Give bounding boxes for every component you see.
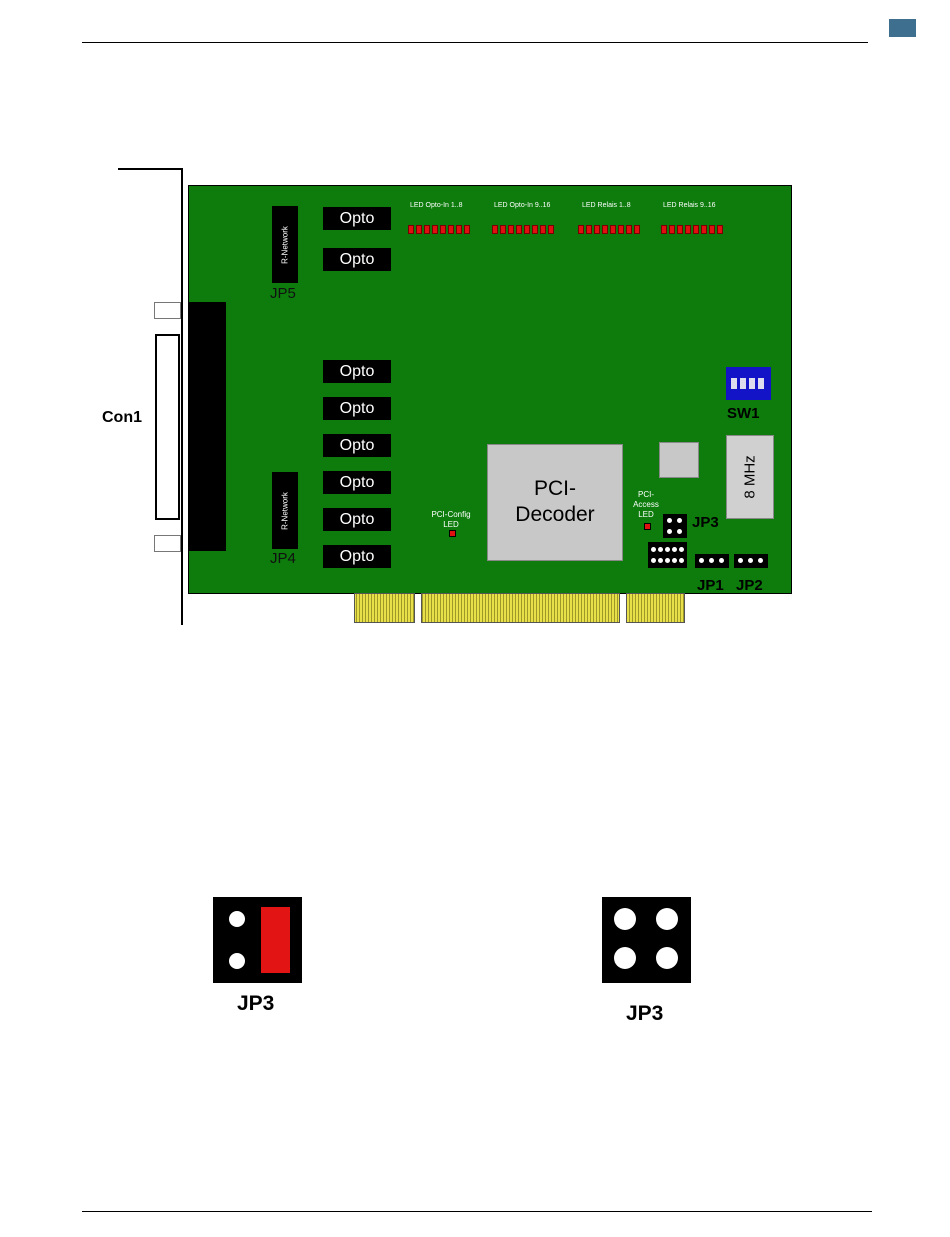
- opto-8: Opto: [323, 545, 391, 568]
- led-header-relais-1-8: LED Relais 1..8: [582, 202, 631, 209]
- opto-2: Opto: [323, 248, 391, 271]
- jp4-label: JP4: [270, 550, 296, 567]
- bracket-tab-top: [154, 302, 181, 319]
- corner-tab: [889, 19, 916, 37]
- jp2-header[interactable]: [734, 554, 768, 568]
- jp1-label: JP1: [697, 577, 724, 594]
- connector-body: [189, 302, 226, 551]
- jp3-closed-label: JP3: [237, 992, 274, 1016]
- opto-4: Opto: [323, 397, 391, 420]
- connector-label: Con1: [102, 409, 142, 427]
- pcb-board: R-Network JP5 R-Network JP4 Opto Opto Op…: [188, 185, 792, 594]
- opto-1: Opto: [323, 207, 391, 230]
- jp3-pin: [229, 911, 245, 927]
- led-row-opto-in-9-16: [492, 225, 554, 234]
- bracket-vertical: [181, 168, 183, 625]
- connector-outline: [155, 334, 180, 520]
- led-header-opto-in-9-16: LED Opto-In 9..16: [494, 202, 550, 209]
- pci-config-led-label-2: LED: [421, 520, 481, 529]
- footer-rule: [82, 1211, 872, 1212]
- opto-3: Opto: [323, 360, 391, 383]
- r-network-jp5: R-Network: [272, 206, 298, 283]
- jp3-closed-view: [213, 897, 302, 983]
- decoder-line2: Decoder: [488, 503, 622, 527]
- pci-access-led-label-1: PCI-: [626, 490, 666, 499]
- jp3-header-board[interactable]: [663, 514, 687, 538]
- pci-config-led-label-1: PCI-Config: [421, 510, 481, 519]
- crystal-8mhz: 8 MHz: [726, 435, 774, 519]
- bracket-top: [118, 168, 182, 170]
- led-row-opto-in-1-8: [408, 225, 470, 234]
- opto-5: Opto: [323, 434, 391, 457]
- jp1-header[interactable]: [695, 554, 729, 568]
- jp3-open-label: JP3: [626, 1002, 663, 1026]
- jp2-label: JP2: [736, 577, 763, 594]
- jp3-pin: [614, 947, 636, 969]
- pci-access-led-label-3: LED: [626, 510, 666, 519]
- pci-access-led-label-2: Access: [626, 500, 666, 509]
- jp5-label: JP5: [270, 285, 296, 302]
- small-ic: [659, 442, 699, 478]
- r-network-label: R-Network: [281, 492, 290, 530]
- jumper-cap: [261, 907, 290, 973]
- jp3-pin: [614, 908, 636, 930]
- decoder-line1: PCI-: [488, 477, 622, 501]
- jp3-pin: [656, 908, 678, 930]
- jp3-open-view: [602, 897, 691, 983]
- led-header-relais-9-16: LED Relais 9..16: [663, 202, 716, 209]
- pci-access-led: [644, 523, 651, 530]
- bracket-tab-bottom: [154, 535, 181, 552]
- header-2x5: [648, 542, 687, 568]
- jp3-pin: [656, 947, 678, 969]
- jp3-board-label: JP3: [692, 514, 719, 531]
- dip-switch-sw1[interactable]: [726, 367, 771, 400]
- crystal-label: 8 MHz: [742, 455, 759, 498]
- r-network-jp4: R-Network: [272, 472, 298, 549]
- opto-7: Opto: [323, 508, 391, 531]
- led-header-opto-in-1-8: LED Opto-In 1..8: [410, 202, 463, 209]
- jp3-pin: [229, 953, 245, 969]
- header-rule: [82, 42, 868, 43]
- pci-edge-connector: [354, 593, 686, 623]
- sw1-label: SW1: [727, 405, 760, 422]
- r-network-label: R-Network: [281, 226, 290, 264]
- opto-6: Opto: [323, 471, 391, 494]
- led-row-relais-9-16: [661, 225, 723, 234]
- pci-decoder-chip: PCI- Decoder: [487, 444, 623, 561]
- pci-config-led: [449, 530, 456, 537]
- led-row-relais-1-8: [578, 225, 640, 234]
